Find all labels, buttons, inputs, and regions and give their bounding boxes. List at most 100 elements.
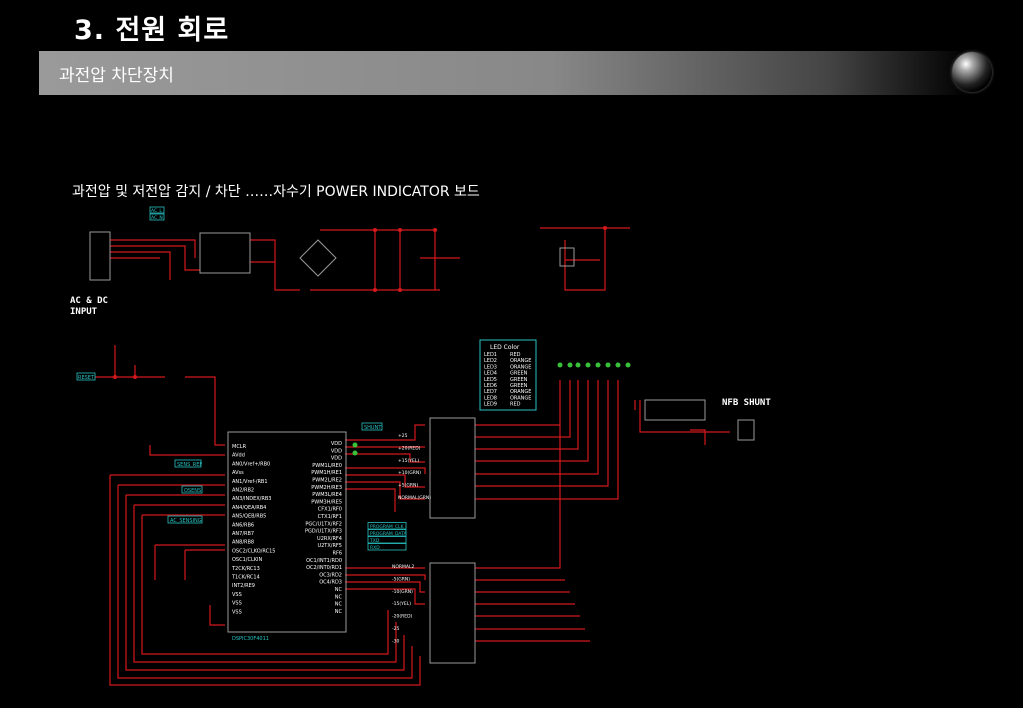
nfb-shunt-label: NFB SHUNT bbox=[722, 398, 771, 408]
mcu-pin-right: PWM2L/RE2 bbox=[312, 478, 342, 484]
u2-output-label: +20(RED) bbox=[398, 445, 421, 451]
mcu-pin-left: AN3/INDEX/RB3 bbox=[232, 496, 271, 502]
mcu-pin-left: OSC2/CLKO/RC15 bbox=[232, 548, 275, 554]
u3-output-label: -30 bbox=[392, 638, 399, 644]
led-indicator-dots bbox=[352, 362, 631, 456]
transformer-t1 bbox=[199, 232, 251, 274]
u2-output-label: NORMAL(GRN) bbox=[398, 495, 431, 501]
led-color-table: LED Color bbox=[479, 339, 537, 411]
mcu-pin-left: MCLR bbox=[232, 444, 247, 450]
led-row-id: LED2 bbox=[484, 358, 497, 364]
subtitle-bar: 과전압 차단장치 bbox=[39, 51, 969, 95]
u2-output-label: +25 bbox=[398, 433, 408, 439]
mcu-pin-right: RF6 bbox=[332, 551, 342, 557]
mcu-pin-left: AN5/QEB/RB5 bbox=[232, 514, 266, 520]
led-row-id: LED3 bbox=[484, 364, 497, 370]
bridge-rectifier-bd1 bbox=[299, 239, 337, 277]
led-row-id: LED8 bbox=[484, 395, 497, 401]
net-reset: RESET bbox=[78, 375, 95, 381]
mcu-pin-right: NC bbox=[335, 602, 343, 608]
subtitle-text: 과전압 차단장치 bbox=[59, 66, 174, 86]
mcu-pin-left: AN2/RB2 bbox=[232, 488, 254, 494]
mcu-pin-right: CTX1/RF1 bbox=[318, 514, 342, 520]
led-table-title: LED Color bbox=[490, 344, 520, 351]
mcu-pin-left: AN7/RB7 bbox=[232, 531, 254, 537]
program-net-label: RXD bbox=[370, 545, 380, 551]
u3-output-labels: NORMAL2 -5(GRN) -10(GRN) -15(YEL) -20(RED) -2… bbox=[392, 564, 415, 644]
u2-output-label: +10(GRN) bbox=[398, 470, 421, 476]
regulator-tl431 bbox=[559, 247, 575, 267]
led-row-color: GREEN bbox=[510, 377, 528, 383]
mcu-pin-right: OC1/INT1/RD0 bbox=[306, 558, 342, 564]
mcu-pin-left: T2CK/RC13 bbox=[231, 566, 260, 572]
mcu-pin-right: PWM1L/RE0 bbox=[312, 463, 342, 469]
u2-output-label: +5(GRN) bbox=[398, 483, 418, 489]
led-row-id: LED9 bbox=[484, 402, 497, 408]
u3-output-label: -10(GRN) bbox=[392, 589, 413, 595]
u3-output-label: -20(RED) bbox=[392, 614, 413, 620]
net-ac-n: AC_N bbox=[151, 215, 163, 221]
net-labels: SENS_REF OSENS AC_SENSING RESET SHUNT AC… bbox=[76, 206, 383, 524]
ac-input-label: AC & DC INPUT bbox=[70, 296, 108, 318]
u3-output-label: -5(GRN) bbox=[392, 576, 410, 582]
program-net-box bbox=[367, 522, 407, 530]
mcu-pin-right: PWM2H/RE3 bbox=[311, 485, 342, 491]
mcu-right-pins: VDDVDDVDDPWM1L/RE0PWM1H/RE1PWM2L/RE2PWM2… bbox=[305, 441, 342, 615]
mcu-pin-right: U2RX/RF4 bbox=[317, 536, 342, 542]
mcu-pin-right: NC bbox=[335, 594, 343, 600]
mcu-pin-left: AN6/RB6 bbox=[232, 522, 254, 528]
u3-output-label: -25 bbox=[392, 626, 399, 632]
mcu-u1 bbox=[227, 431, 347, 633]
mcu-pin-right: CFX1/RF0 bbox=[318, 507, 342, 513]
u3-output-label: -15(YEL) bbox=[392, 601, 411, 607]
mcu-pin-left: AVdd bbox=[232, 453, 245, 459]
led-row-id: LED6 bbox=[484, 383, 497, 389]
led-row-color: ORANGE bbox=[510, 364, 531, 370]
u2-output-label: +15(YEL) bbox=[398, 458, 419, 464]
program-net-box bbox=[367, 536, 407, 544]
led-row-id: LED1 bbox=[484, 352, 497, 358]
driver-u3 bbox=[429, 562, 476, 664]
junction-dots bbox=[113, 226, 607, 379]
mcu-pin-left: INT2/RE9 bbox=[232, 583, 255, 589]
ac-input-line-1: AC & DC bbox=[70, 296, 108, 306]
u3-output-label: NORMAL2 bbox=[392, 564, 415, 570]
driver-u2 bbox=[429, 417, 476, 519]
mcu-pin-right: NC bbox=[335, 609, 343, 615]
connector-cn2 bbox=[737, 419, 755, 441]
connector-cn1 bbox=[89, 231, 111, 281]
program-net-box bbox=[367, 543, 407, 551]
page-title: 3. 전원 회로 bbox=[74, 15, 230, 46]
led-row-color: RED bbox=[510, 402, 521, 408]
net-sens-ref: SENS_REF bbox=[177, 462, 202, 468]
mcu-pin-right: OC2/INT0/RD1 bbox=[306, 565, 342, 571]
mcu-name: DSPIC30F4011 bbox=[232, 636, 269, 642]
mcu-left-pins: MCLR AVddAN0/Vref+/RB0AVssAN1/Vref-/RB1AN… bbox=[231, 444, 275, 615]
mcu-pin-left: AVss bbox=[232, 470, 244, 476]
ssr-module bbox=[644, 399, 706, 421]
mcu-pin-left: AN0/Vref+/RB0 bbox=[232, 461, 270, 467]
mcu-pin-left: AN1/Vref-/RB1 bbox=[232, 479, 268, 485]
diagram-caption: 과전압 및 저전압 감지 / 차단 ……자수기 POWER INDICATOR … bbox=[72, 184, 480, 200]
mcu-pin-right: PWM3L/RE4 bbox=[312, 492, 342, 498]
led-row-id: LED4 bbox=[484, 371, 497, 377]
mcu-pin-right: VDD bbox=[331, 441, 342, 447]
mcu-pin-right: U2TX/RF5 bbox=[317, 543, 342, 549]
top-wires bbox=[95, 227, 730, 686]
u2-output-labels: +25 +20(RED) +15(YEL) +10(GRN) +5(GRN) NORMAL… bbox=[398, 433, 431, 501]
led-row-color: GREEN bbox=[510, 383, 528, 389]
program-net-label: PROGRAM_CLK bbox=[370, 524, 405, 530]
components bbox=[89, 231, 755, 664]
mcu-pin-right: PWM1H/RE1 bbox=[311, 470, 342, 476]
led-row-color: GREEN bbox=[510, 371, 528, 377]
mcu-pin-left: VSS bbox=[232, 609, 242, 615]
net-ac-l: AC_L bbox=[151, 208, 162, 214]
mcu-pin-right: PGC/U1TX/RF2 bbox=[305, 521, 342, 527]
net-osens: OSENS bbox=[184, 488, 201, 494]
mcu-pin-right: NC bbox=[335, 587, 343, 593]
mcu-pin-left: T1CK/RC14 bbox=[231, 575, 260, 581]
program-net-label: TXD bbox=[369, 538, 380, 544]
